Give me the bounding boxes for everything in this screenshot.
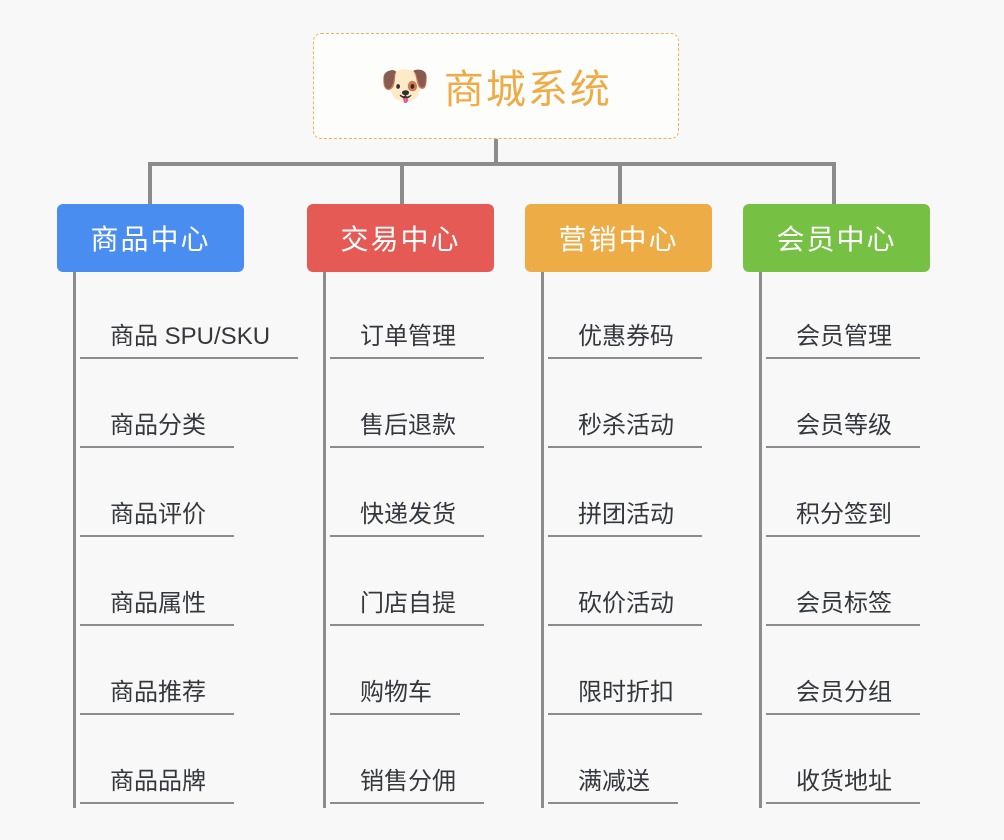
- leaf-list-member-center: 会员管理 会员等级 积分签到 会员标签 会员分组 收货地址: [759, 272, 961, 808]
- connector-stem: [494, 139, 498, 165]
- connector-bar: [148, 162, 834, 166]
- list-item[interactable]: 会员等级: [762, 363, 961, 452]
- list-item[interactable]: 购物车: [326, 630, 525, 719]
- leaf-label: 购物车: [330, 672, 460, 715]
- list-item[interactable]: 拼团活动: [544, 452, 743, 541]
- leaf-label: 订单管理: [330, 316, 484, 359]
- list-item[interactable]: 商品分类: [76, 363, 307, 452]
- list-item[interactable]: 限时折扣: [544, 630, 743, 719]
- list-item[interactable]: 商品属性: [76, 541, 307, 630]
- list-item[interactable]: 秒杀活动: [544, 363, 743, 452]
- category-box-product-center[interactable]: 商品中心: [57, 204, 244, 272]
- leaf-label: 限时折扣: [548, 672, 702, 715]
- list-item[interactable]: 销售分佣: [326, 719, 525, 808]
- leaf-label: 秒杀活动: [548, 405, 702, 448]
- connector-drop-3: [618, 162, 622, 204]
- list-item[interactable]: 会员分组: [762, 630, 961, 719]
- leaf-label: 满减送: [548, 761, 678, 804]
- branch-marketing-center: 营销中心 优惠券码 秒杀活动 拼团活动 砍价活动 限时折扣 满减送: [525, 204, 743, 808]
- leaf-label: 砍价活动: [548, 583, 702, 626]
- leaf-label: 会员等级: [766, 405, 920, 448]
- leaf-label: 会员管理: [766, 316, 920, 359]
- leaf-list-product-center: 商品 SPU/SKU 商品分类 商品评价 商品属性 商品推荐 商品品牌: [73, 272, 307, 808]
- list-item[interactable]: 快递发货: [326, 452, 525, 541]
- leaf-label: 商品品牌: [80, 761, 234, 804]
- list-item[interactable]: 商品 SPU/SKU: [76, 274, 307, 363]
- list-item[interactable]: 积分签到: [762, 452, 961, 541]
- leaf-label: 积分签到: [766, 494, 920, 537]
- connector-drop-4: [832, 162, 836, 204]
- leaf-label: 销售分佣: [330, 761, 484, 804]
- leaf-label: 商品 SPU/SKU: [80, 316, 299, 359]
- leaf-label: 商品推荐: [80, 672, 234, 715]
- leaf-label: 商品分类: [80, 405, 234, 448]
- list-item[interactable]: 满减送: [544, 719, 743, 808]
- category-box-trade-center[interactable]: 交易中心: [307, 204, 494, 272]
- leaf-list-marketing-center: 优惠券码 秒杀活动 拼团活动 砍价活动 限时折扣 满减送: [541, 272, 743, 808]
- root-node[interactable]: 🐶 商城系统: [313, 33, 679, 139]
- connector-drop-1: [148, 162, 152, 204]
- leaf-list-trade-center: 订单管理 售后退款 快递发货 门店自提 购物车 销售分佣: [323, 272, 525, 808]
- list-item[interactable]: 优惠券码: [544, 274, 743, 363]
- category-label: 营销中心: [558, 224, 679, 255]
- list-item[interactable]: 砍价活动: [544, 541, 743, 630]
- root-title: 商城系统: [443, 68, 612, 112]
- leaf-label: 快递发货: [330, 494, 484, 537]
- leaf-label: 优惠券码: [548, 316, 702, 359]
- list-item[interactable]: 收货地址: [762, 719, 961, 808]
- leaf-label: 商品属性: [80, 583, 234, 626]
- category-label: 会员中心: [776, 224, 897, 255]
- list-item[interactable]: 商品评价: [76, 452, 307, 541]
- list-item[interactable]: 售后退款: [326, 363, 525, 452]
- category-label: 商品中心: [90, 224, 211, 255]
- leaf-label: 门店自提: [330, 583, 484, 626]
- leaf-label: 会员标签: [766, 583, 920, 626]
- category-label: 交易中心: [340, 224, 461, 255]
- connector-drop-2: [400, 162, 404, 204]
- dog-face-icon: 🐶: [380, 64, 430, 108]
- list-item[interactable]: 门店自提: [326, 541, 525, 630]
- list-item[interactable]: 会员管理: [762, 274, 961, 363]
- list-item[interactable]: 订单管理: [326, 274, 525, 363]
- leaf-label: 会员分组: [766, 672, 920, 715]
- branch-member-center: 会员中心 会员管理 会员等级 积分签到 会员标签 会员分组 收货地址: [743, 204, 961, 808]
- leaf-label: 拼团活动: [548, 494, 702, 537]
- category-box-member-center[interactable]: 会员中心: [743, 204, 930, 272]
- list-item[interactable]: 商品推荐: [76, 630, 307, 719]
- leaf-label: 收货地址: [766, 761, 920, 804]
- leaf-label: 售后退款: [330, 405, 484, 448]
- list-item[interactable]: 商品品牌: [76, 719, 307, 808]
- list-item[interactable]: 会员标签: [762, 541, 961, 630]
- category-box-marketing-center[interactable]: 营销中心: [525, 204, 712, 272]
- branch-product-center: 商品中心 商品 SPU/SKU 商品分类 商品评价 商品属性 商品推荐 商品品牌: [57, 204, 307, 808]
- leaf-label: 商品评价: [80, 494, 234, 537]
- branch-trade-center: 交易中心 订单管理 售后退款 快递发货 门店自提 购物车 销售分佣: [307, 204, 525, 808]
